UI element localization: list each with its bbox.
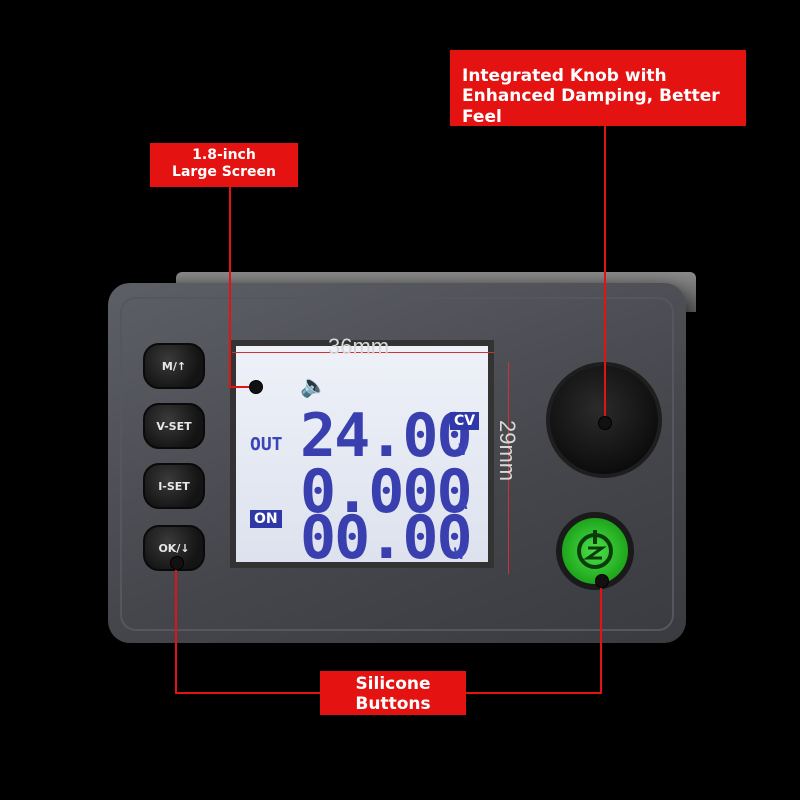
current-unit: A xyxy=(458,494,468,513)
buttons-leader-dot-right xyxy=(595,574,609,588)
buttons-leader-line-bottom-left xyxy=(175,692,321,694)
out-label: OUT xyxy=(250,434,283,455)
screen-leader-dot xyxy=(249,380,263,394)
buttons-leader-line-left xyxy=(175,562,177,693)
speaker-icon: 🔈 xyxy=(300,374,328,399)
i-set-button[interactable]: I-SET xyxy=(143,463,205,509)
on-badge: ON xyxy=(250,510,282,528)
buttons-callout: Silicone Buttons xyxy=(320,671,466,715)
cv-badge: CV xyxy=(450,412,480,430)
buttons-leader-line-bottom-right xyxy=(466,692,602,694)
power-readout: 00.00 xyxy=(300,503,473,573)
height-dimension-label: 29mm xyxy=(495,420,520,482)
power-unit: W xyxy=(454,544,464,563)
lcd-screen: 🔈 OUT 24.00 CV V 0.000 A ON 00.00 W xyxy=(230,340,494,568)
v-set-button[interactable]: V-SET xyxy=(143,403,205,449)
knob-callout: Integrated Knob with Enhanced Damping, B… xyxy=(450,50,746,127)
m-up-button[interactable]: M/↑ xyxy=(143,343,205,389)
current-readout: 0.000 xyxy=(300,457,473,527)
panel-bezel xyxy=(120,297,674,631)
screen-leader-line-vertical xyxy=(229,187,231,387)
width-dimension-label: 36mm xyxy=(328,334,390,359)
height-dimension-line xyxy=(508,362,509,574)
voltage-readout: 24.00 xyxy=(300,401,473,471)
screen-callout: 1.8-inch Large Screen xyxy=(150,143,298,187)
voltage-unit: V xyxy=(458,440,468,459)
buttons-leader-dot-left xyxy=(170,556,184,570)
knob-leader-line xyxy=(604,126,606,422)
knob-leader-dot xyxy=(598,416,612,430)
power-button-icon xyxy=(577,530,613,569)
screen-leader-line-horizontal xyxy=(229,386,255,388)
buttons-leader-line-right xyxy=(600,580,602,694)
width-dimension-line xyxy=(232,352,494,353)
